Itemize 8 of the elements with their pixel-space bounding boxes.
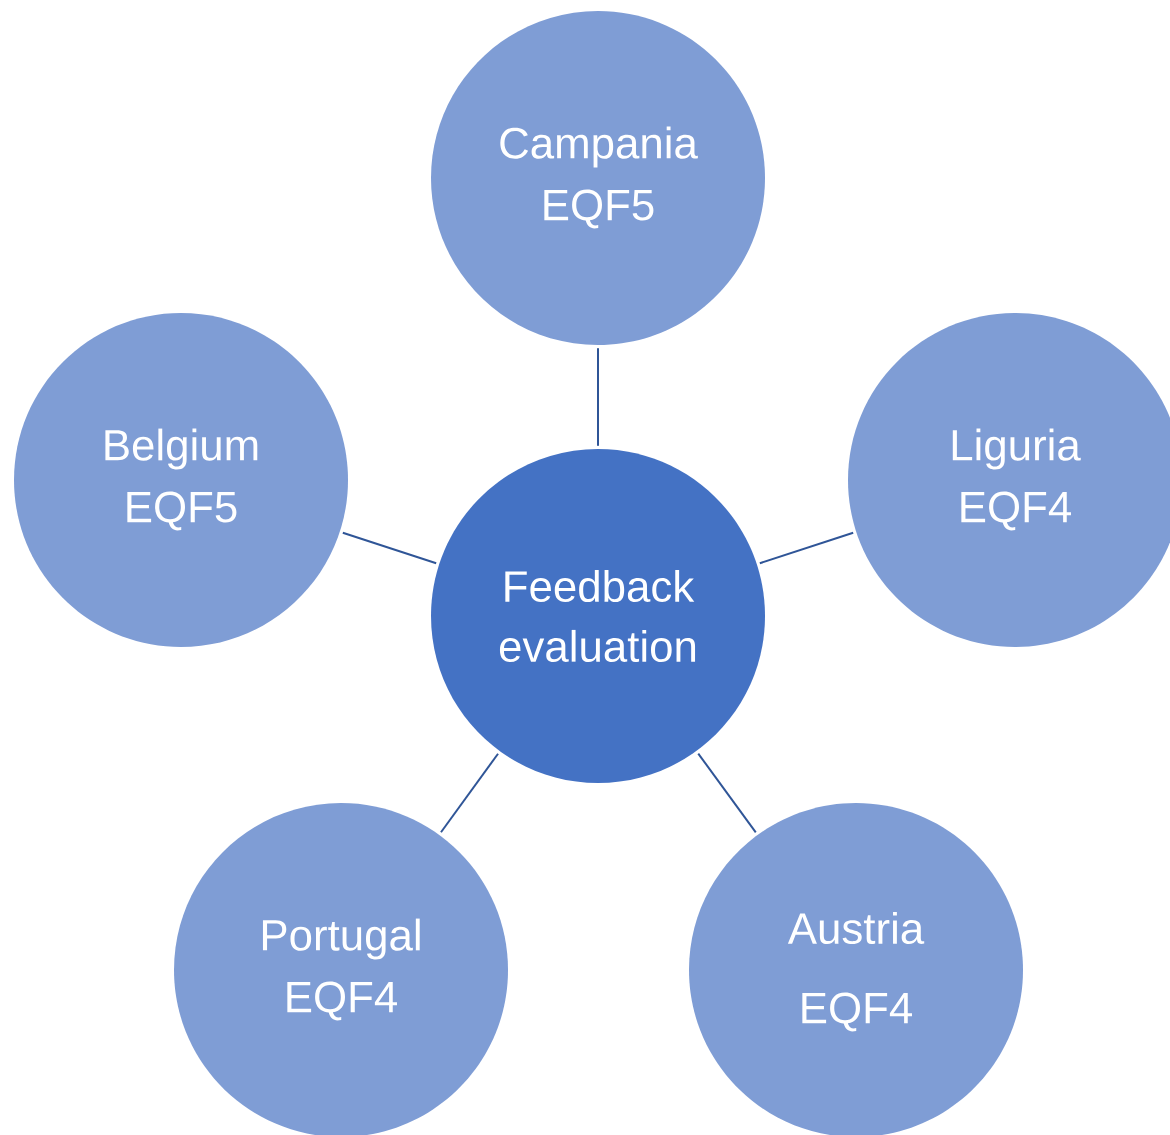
connector-line [758,531,855,565]
connector-line [341,531,438,565]
connector-line [697,752,757,834]
circle-node: Campania EQF5 [431,11,765,345]
connector-line [440,752,499,834]
circle-node: Feedback evaluation [431,449,765,783]
circle-node: Belgium EQF5 [14,313,348,647]
connector-line [597,347,599,447]
